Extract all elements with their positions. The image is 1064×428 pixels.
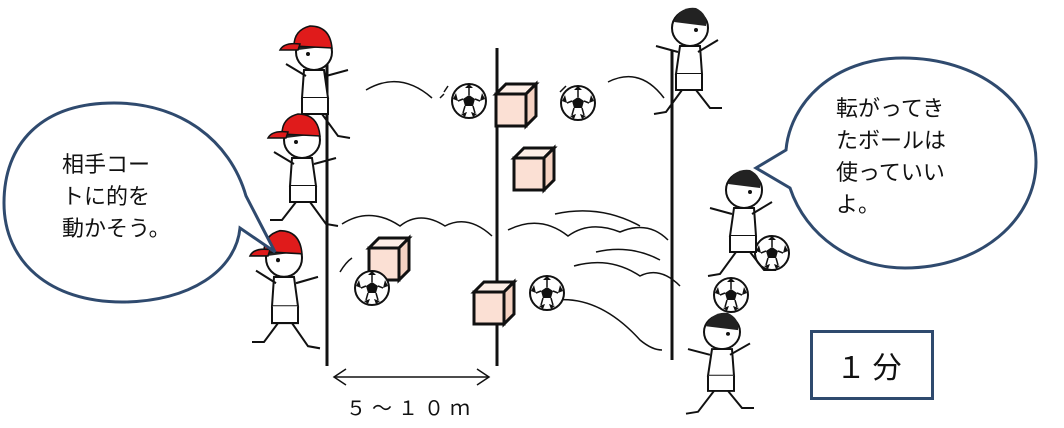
soccer-ball-icon bbox=[355, 271, 389, 305]
child-player-icon bbox=[654, 8, 722, 114]
child-player-icon bbox=[250, 231, 320, 349]
double-arrow-icon bbox=[334, 369, 489, 385]
timer-label: １分 bbox=[836, 343, 908, 387]
left-bubble-text: 相手コー トに的を 動かそう。 bbox=[62, 150, 171, 246]
target-box-icon bbox=[514, 148, 554, 190]
target-box-icon bbox=[496, 84, 536, 126]
target-box-icon bbox=[474, 282, 514, 324]
soccer-ball-icon bbox=[714, 278, 748, 312]
soccer-ball-icon bbox=[561, 86, 595, 120]
soccer-ball-icon bbox=[530, 276, 564, 310]
child-player-icon bbox=[686, 313, 754, 414]
distance-label: ５～１０ｍ bbox=[346, 392, 476, 421]
timer-box: １分 bbox=[810, 330, 934, 400]
soccer-ball-icon bbox=[452, 84, 486, 118]
right-bubble-text: 転がってき たボールは 使っていい よ。 bbox=[836, 94, 946, 222]
